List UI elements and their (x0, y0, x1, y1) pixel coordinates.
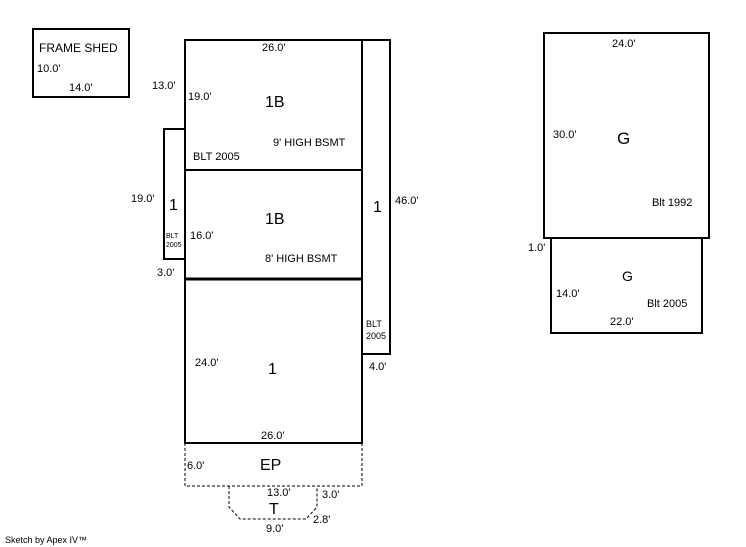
terrace-bottom-dim: 9.0' (266, 523, 283, 535)
frame-shed: FRAME SHED 10.0' 14.0' (32, 28, 130, 98)
middle-basement-note: 8' HIGH BSMT (265, 253, 338, 265)
garage: 24.0' 30.0' G Blt 1992 1.0' G 14.0' Blt … (528, 32, 710, 334)
terrace-side-dim: 3.0' (322, 489, 339, 501)
terrace-outline (228, 486, 318, 520)
middle-left-dim: 16.0' (190, 230, 214, 242)
right-addition-built-line2: 2005 (366, 331, 386, 341)
terrace-top-dim: 13.0' (267, 487, 291, 499)
right-addition-built-line1: BLT (366, 319, 382, 329)
garage-area-label: G (617, 129, 630, 148)
left-addition-built-line2: 2005 (166, 242, 182, 249)
garage-addition-built-note: Blt 2005 (647, 298, 687, 310)
upper-built-note: BLT 2005 (193, 151, 240, 163)
frame-shed-width-dim: 14.0' (69, 82, 93, 94)
right-addition-area-label: 1 (373, 199, 382, 216)
porch-outline (184, 443, 363, 487)
garage-addition-bottom-dim: 22.0' (610, 316, 634, 328)
upper-area-label: 1B (265, 94, 285, 111)
frame-shed-height-dim: 10.0' (37, 63, 61, 75)
sketch-credit: Sketch by Apex IV™ (5, 535, 87, 545)
porch-area-label: EP (260, 457, 281, 474)
frame-shed-label: FRAME SHED (39, 41, 118, 55)
right-addition-bottom-dim: 4.0' (369, 361, 386, 373)
lower-area-label: 1 (268, 361, 277, 378)
frame-shed-outline (32, 28, 130, 98)
terrace-area-label: T (269, 501, 279, 518)
garage-addition-offset-dim: 1.0' (528, 242, 545, 254)
garage-addition-outline (550, 237, 703, 334)
section-lower-1: 24.0' 1 26.0' (195, 357, 285, 442)
middle-area-label: 1B (265, 211, 285, 228)
right-addition-outline (361, 39, 391, 355)
garage-left-dim: 30.0' (553, 129, 577, 141)
upper-outer-left-dim: 13.0' (152, 80, 176, 92)
section-right-addition: 1 46.0' BLT 2005 4.0' (366, 195, 419, 373)
section-terrace: 13.0' 3.0' T 2.8' 9.0' (228, 486, 339, 535)
left-addition-offset-dim: 3.0' (157, 267, 174, 279)
left-addition-dim: 19.0' (131, 193, 155, 205)
upper-basement-note: 9' HIGH BSMT (273, 137, 346, 149)
terrace-diag-dim: 2.8' (313, 514, 330, 526)
upper-top-dim: 26.0' (262, 42, 286, 54)
section-middle-1b: 1B 16.0' 8' HIGH BSMT (190, 211, 338, 265)
porch-left-dim: 6.0' (187, 460, 204, 472)
garage-built-note: Blt 1992 (652, 197, 692, 209)
section-porch: 6.0' EP (184, 443, 363, 487)
garage-addition-left-dim: 14.0' (556, 288, 580, 300)
section-upper-1b: 26.0' 13.0' 19.0' 1B 9' HIGH BSMT BLT 20… (152, 42, 346, 163)
right-addition-dim: 46.0' (395, 195, 419, 207)
lower-left-dim: 24.0' (195, 357, 219, 369)
upper-inner-left-dim: 19.0' (188, 91, 212, 103)
garage-top-dim: 24.0' (612, 38, 636, 50)
left-addition-built-line1: BLT (166, 233, 179, 240)
house: 26.0' 13.0' 19.0' 1B 9' HIGH BSMT BLT 20… (131, 39, 419, 535)
lower-bottom-dim: 26.0' (261, 430, 285, 442)
section-left-addition: 19.0' 1 BLT 2005 3.0' (131, 193, 182, 279)
left-addition-outline (163, 128, 186, 260)
garage-addition-area-label: G (622, 268, 633, 284)
left-addition-area-label: 1 (169, 197, 178, 214)
